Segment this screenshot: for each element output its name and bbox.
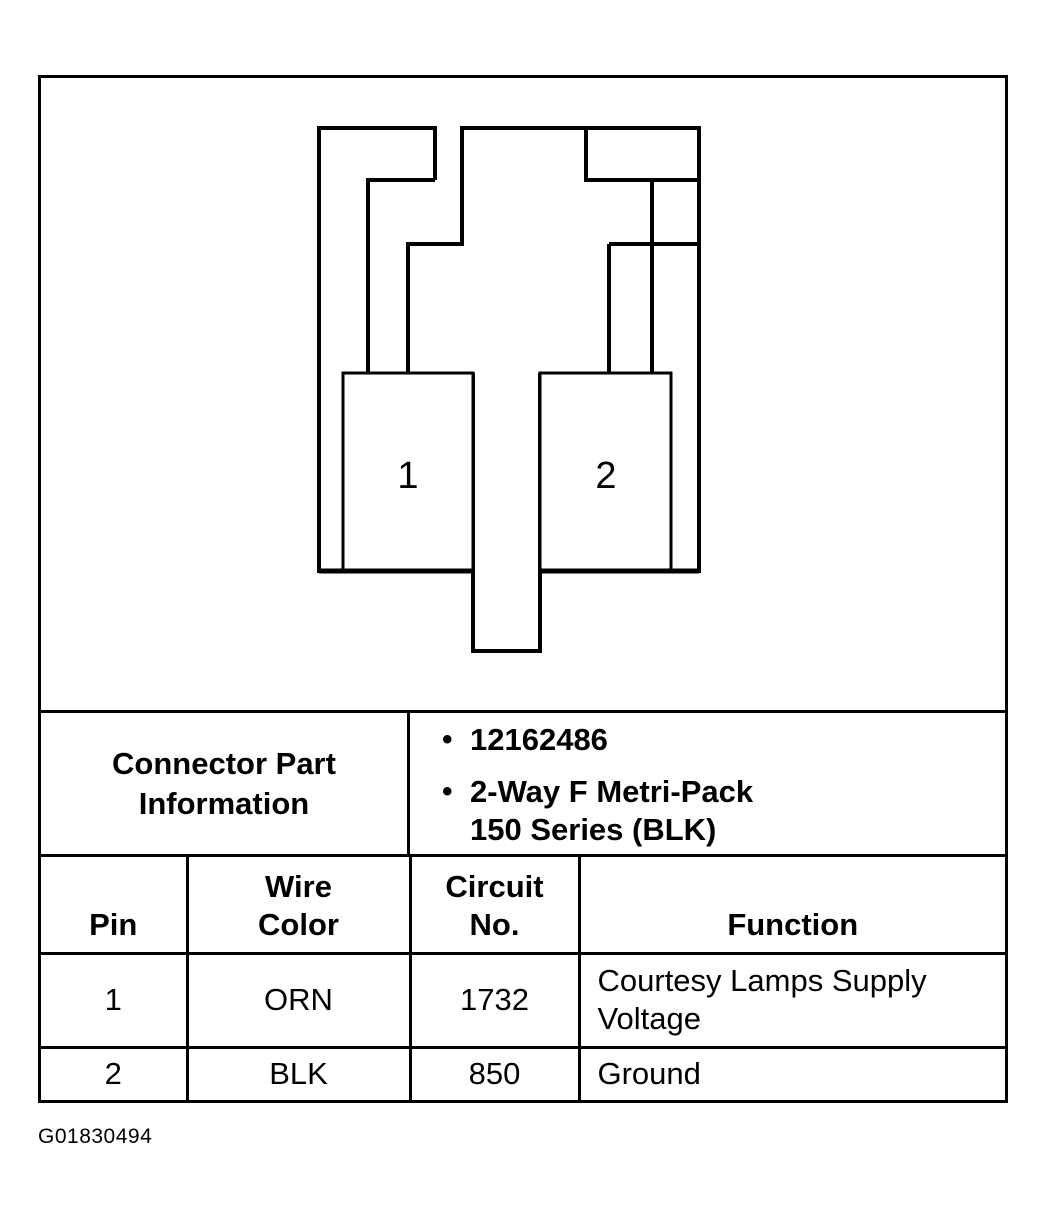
part-info-label-line2: Information <box>138 785 310 821</box>
connector-part-information-row: Connector Part Information • 12162486 • … <box>41 710 1005 857</box>
function-cell: Courtesy Lamps Supply Voltage <box>577 951 1005 1049</box>
connector-face-drawing: 1 2 <box>41 78 1005 710</box>
header-circuit-no: Circuit No. <box>408 857 581 955</box>
figure-id: G01830494 <box>38 1125 153 1148</box>
center-key-outline <box>406 126 701 373</box>
table-row: 1 ORN 1732 Courtesy Lamps Supply Voltage <box>41 951 1005 1049</box>
connector-type-line1: 2-Way F Metri-Pack <box>470 774 754 809</box>
pin-cell: 2 <box>41 1045 189 1100</box>
part-number: 12162486 <box>470 722 608 757</box>
part-number-item: • 12162486 <box>442 721 608 759</box>
function-cell: Ground <box>577 1045 1005 1100</box>
center-post <box>471 373 542 653</box>
wire-color-cell: BLK <box>185 1045 412 1100</box>
pin-table: Pin Wire Color Circuit No. Function 1 OR… <box>41 857 1005 1100</box>
bullet-icon: • <box>442 723 453 756</box>
connector-face-svg: 1 2 <box>317 126 701 653</box>
connector-diagram-frame: 1 2 Connector Part Information • 1216248… <box>38 75 1008 1103</box>
header-function: Function <box>577 857 1005 955</box>
part-info-label: Connector Part Information <box>41 713 410 854</box>
pin-1-cavity <box>341 371 475 573</box>
pin-2-label: 2 <box>595 455 616 497</box>
bullet-icon: • <box>442 775 453 808</box>
table-row: 2 BLK 850 Ground <box>41 1045 1005 1100</box>
connector-type-line2: 150 Series (BLK) <box>470 812 717 847</box>
housing-inner-right-wall <box>584 128 654 373</box>
pin-table-header-row: Pin Wire Color Circuit No. Function <box>41 857 1005 955</box>
part-info-label-line1: Connector Part <box>112 745 336 781</box>
circuit-cell: 850 <box>408 1045 581 1100</box>
header-pin: Pin <box>41 857 189 955</box>
housing-inner-left-wall <box>366 178 435 373</box>
circuit-cell: 1732 <box>408 951 581 1049</box>
pin-1-label: 1 <box>397 455 418 497</box>
wire-color-cell: ORN <box>185 951 412 1049</box>
header-wire-color: Wire Color <box>185 857 412 955</box>
pin-cell: 1 <box>41 951 189 1049</box>
connector-type-item: • 2-Way F Metri-Pack 150 Series (BLK) <box>442 773 754 849</box>
part-info-values: • 12162486 • 2-Way F Metri-Pack 150 Seri… <box>410 713 1005 854</box>
